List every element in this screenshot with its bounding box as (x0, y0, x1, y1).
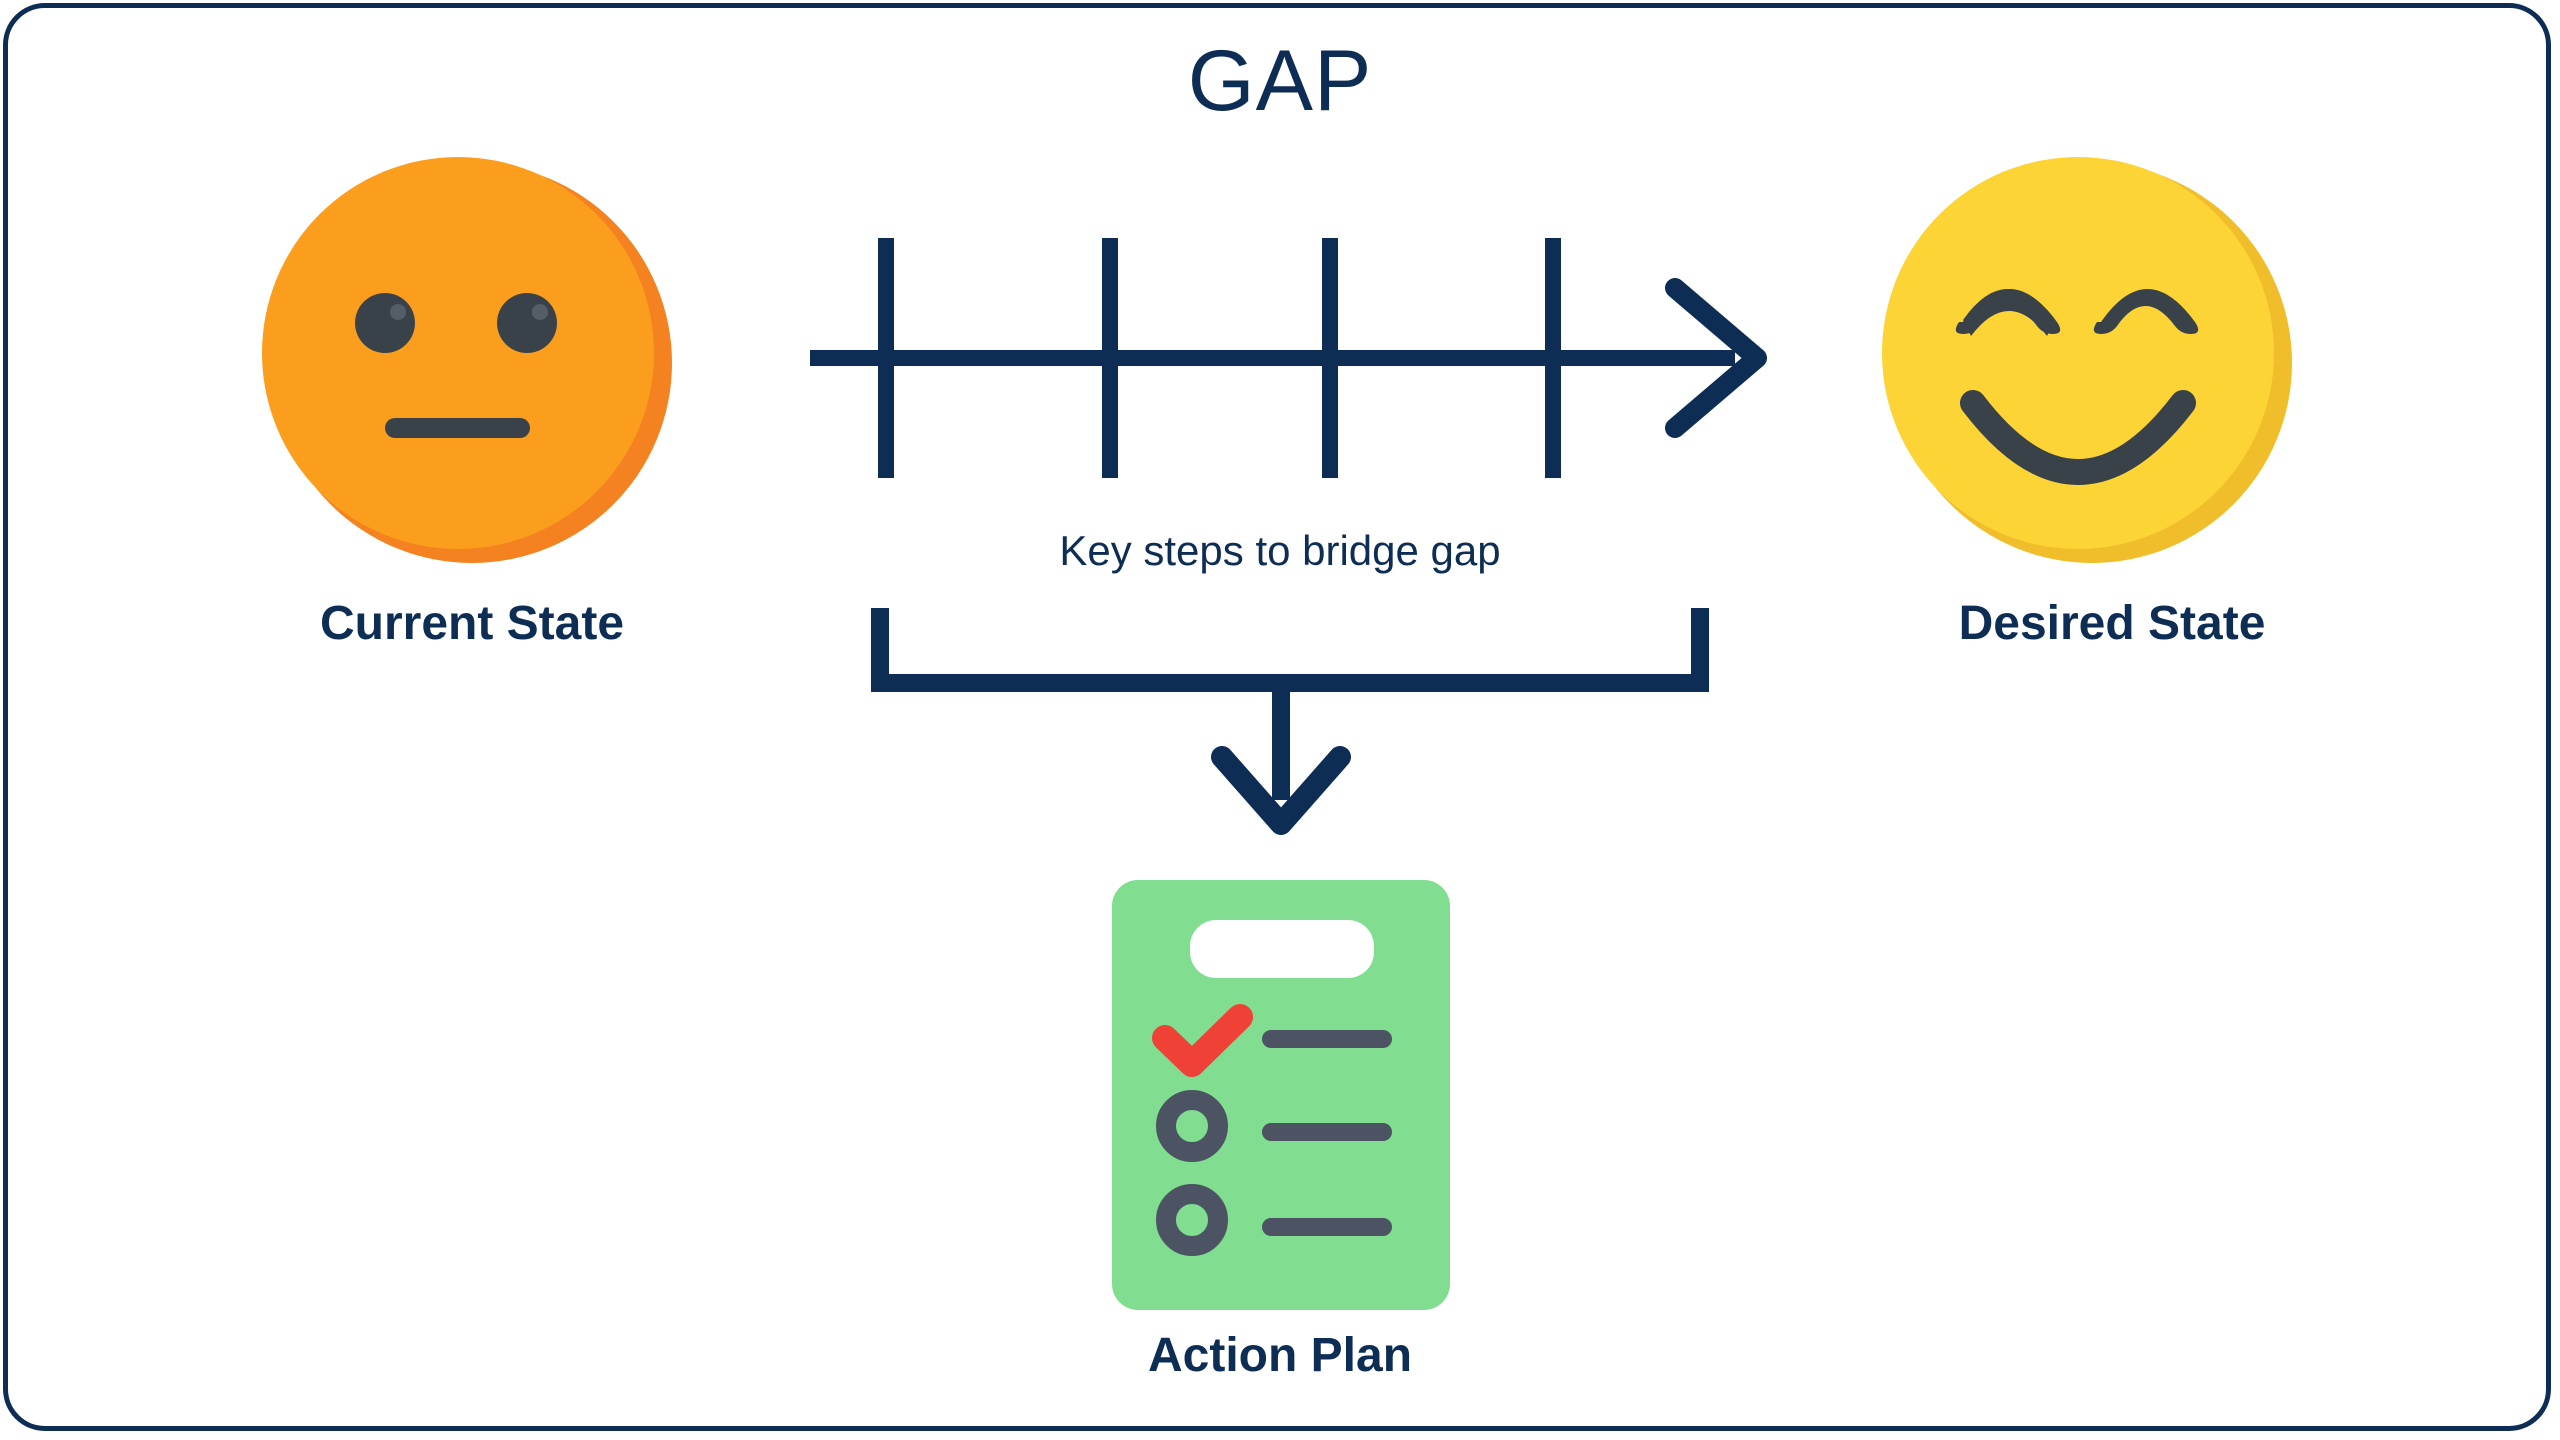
checklist-line-2 (1262, 1123, 1392, 1141)
smiling-face-mouth (1960, 390, 2196, 485)
current-state-label: Current State (319, 597, 625, 650)
smiling-face-emoji (1882, 157, 2292, 563)
key-steps-label: Key steps to bridge gap (1059, 527, 1501, 574)
checklist-line-3 (1262, 1218, 1392, 1236)
checklist-line-1 (1262, 1030, 1392, 1048)
neutral-face-emoji (262, 157, 672, 563)
bridge-bracket (871, 608, 1709, 835)
timeline-arrow (810, 238, 1767, 478)
checklist-circle-2 (1156, 1090, 1228, 1162)
checklist-check-icon (1152, 1004, 1253, 1077)
bracket-path (871, 608, 1709, 692)
checklist-circle-3 (1156, 1184, 1228, 1256)
timeline-arrowhead (1665, 278, 1767, 438)
clipboard-clip (1190, 920, 1374, 978)
action-plan-label: Action Plan (1147, 1329, 1413, 1382)
neutral-face-mouth (385, 418, 530, 438)
clipboard-checklist-icon (1112, 880, 1450, 1310)
neutral-face-eyes (355, 293, 557, 353)
page-title: GAP (1187, 33, 1373, 129)
smiling-face-eyes (1955, 289, 2199, 336)
desired-state-label: Desired State (1958, 597, 2266, 650)
bracket-down-arrowhead (1211, 746, 1351, 835)
